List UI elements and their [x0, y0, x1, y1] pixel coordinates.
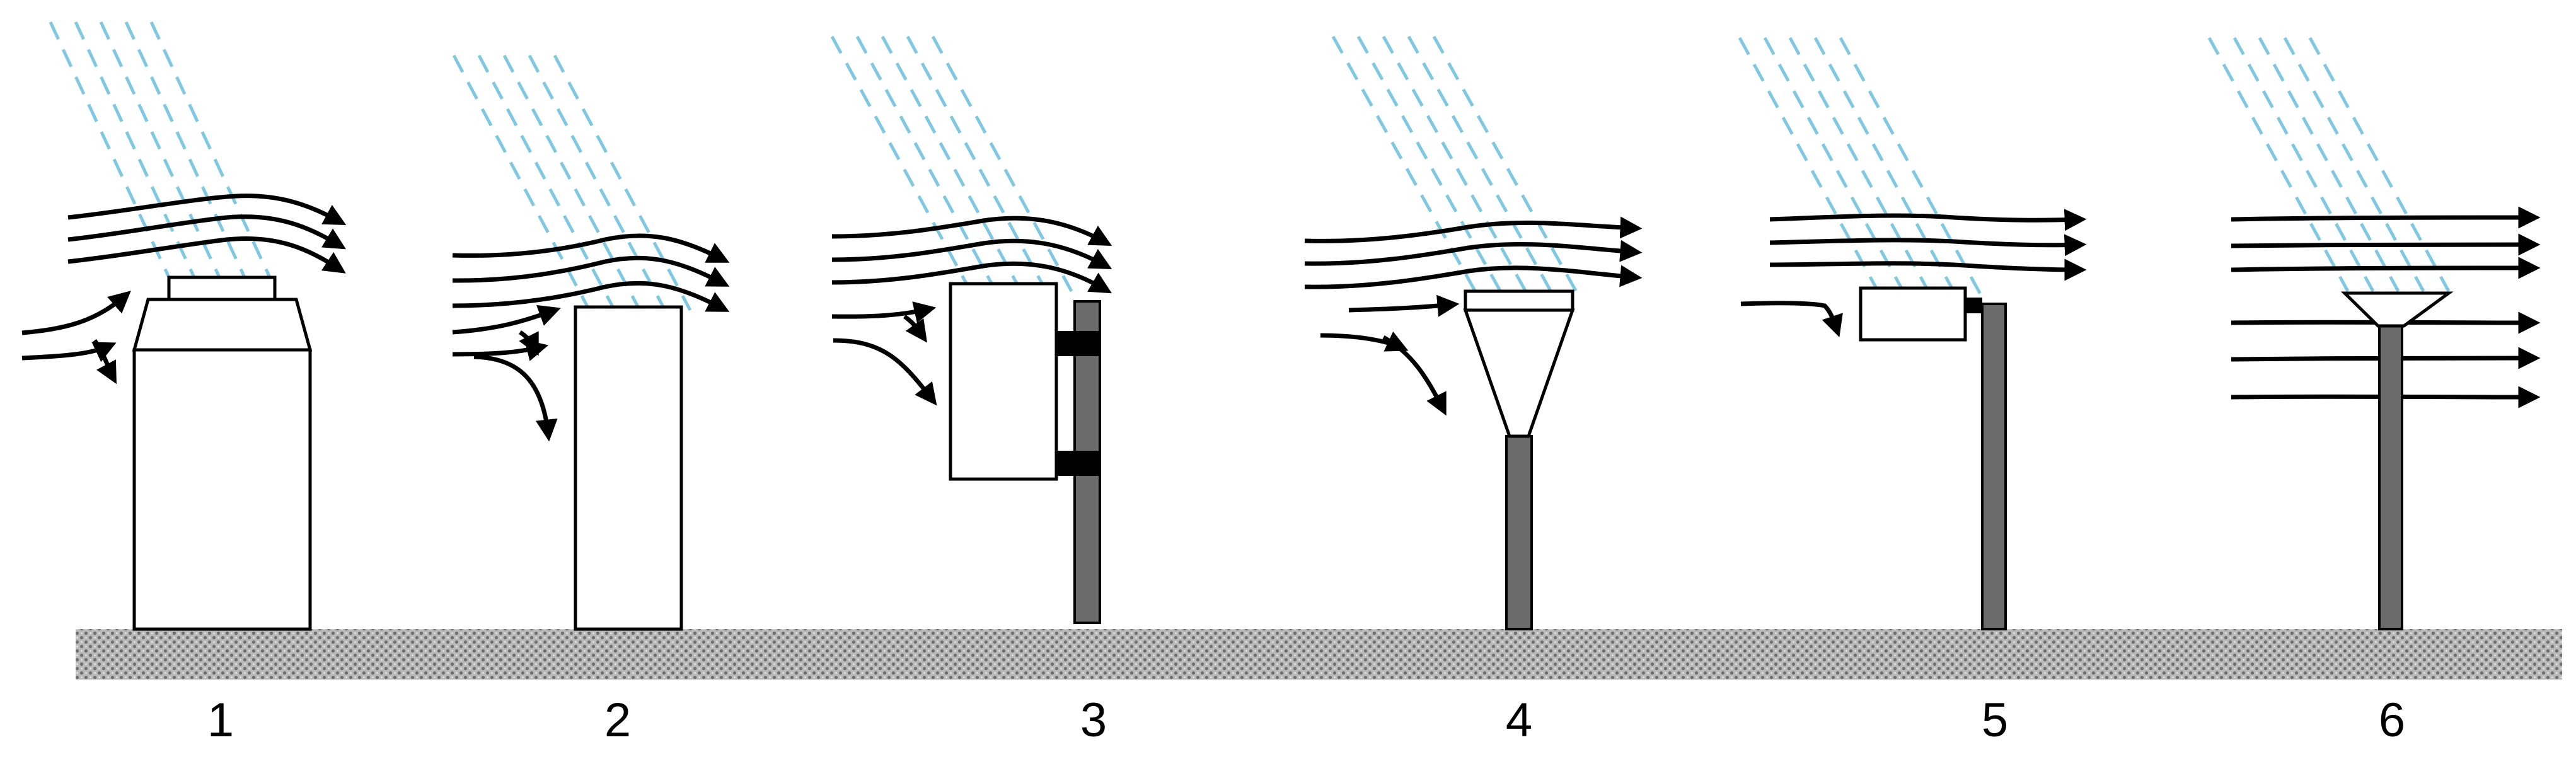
gauge-6-pole: [2378, 325, 2403, 630]
gauge-2-group: [452, 54, 730, 631]
gauge-5-pole: [1981, 303, 2007, 630]
gauge-4-group: [1304, 35, 1643, 630]
rain-streaks-4: [1331, 35, 1581, 298]
gauge-label-3: 3: [1080, 693, 1107, 747]
gauge-1-body: [132, 275, 313, 631]
wind-streamlines-1: [21, 194, 347, 385]
gauge-1-group: [21, 21, 347, 631]
rain-streaks-5: [1738, 37, 1984, 299]
wind-streamlines-5: [1740, 209, 2087, 337]
gauge-label-1: 1: [207, 693, 234, 747]
rain-streaks-6: [2207, 37, 2451, 293]
gauge-number-labels: 1 2 3 4 5 6: [207, 693, 2405, 747]
gauge-label-5: 5: [1982, 693, 2008, 747]
gauge-3-group: [830, 35, 1112, 624]
rain-streaks-3: [830, 35, 1073, 293]
rain-streaks-2: [452, 54, 692, 311]
gauge-4-rim: [1464, 289, 1574, 312]
gauge-2-body: [574, 305, 683, 631]
wind-streamlines-4: [1304, 216, 1643, 416]
ground-strip: [76, 629, 2562, 680]
gauge-label-6: 6: [2379, 693, 2405, 747]
gauge-3-bracket-bottom: [1053, 451, 1100, 476]
gauge-3-bracket-top: [1053, 331, 1100, 356]
gauge-3-body: [949, 282, 1058, 481]
gauge-5-body: [1859, 286, 1967, 342]
gauge-6-group: [2207, 37, 2541, 630]
gauge-6-funnel: [2340, 291, 2454, 328]
wind-streamlines-3: [831, 216, 1112, 406]
gauge-label-4: 4: [1506, 693, 1532, 747]
wind-streamlines-2: [452, 233, 730, 442]
gauge-label-2: 2: [604, 693, 631, 747]
gauge-4-funnel: [1463, 308, 1575, 438]
gauge-5-group: [1738, 37, 2087, 630]
gauge-4-pole: [1505, 435, 1533, 630]
